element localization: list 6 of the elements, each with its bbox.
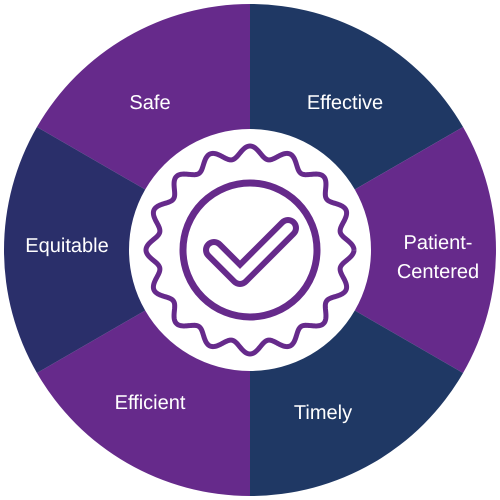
segment-label: Safe — [128, 90, 172, 116]
segment-label: Efficient — [114, 390, 186, 416]
segment-label: Effective — [306, 90, 384, 116]
segment-label: Equitable — [24, 234, 110, 258]
segment-label: Patient-Centered — [396, 231, 480, 285]
segment-label: Timely — [292, 400, 354, 426]
